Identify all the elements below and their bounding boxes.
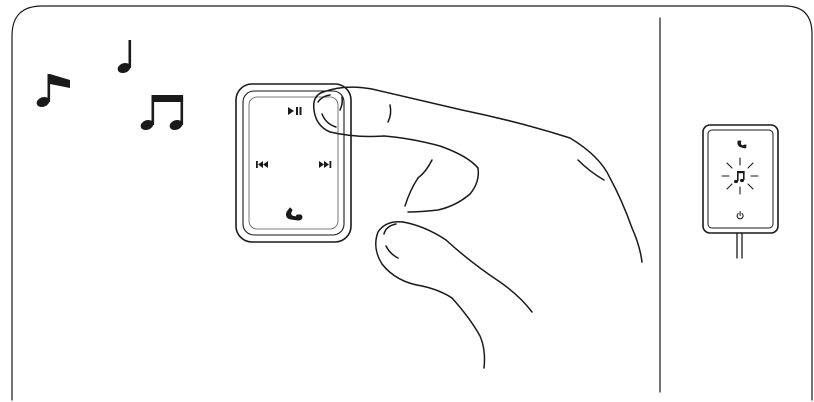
power-icon (736, 210, 744, 220)
remote-control (235, 83, 352, 243)
hand-illustration (312, 86, 643, 369)
power-indicator (736, 210, 744, 220)
music-note-icon (734, 171, 745, 184)
play-pause-icon (288, 107, 302, 115)
next-track-icon (319, 161, 332, 168)
phone-handset-icon (737, 140, 747, 149)
previous-track-button[interactable] (256, 161, 268, 168)
eighth-note-icon (36, 74, 70, 108)
play-pause-button[interactable] (288, 107, 302, 115)
figure-border (11, 5, 813, 401)
call-button[interactable] (286, 207, 303, 221)
phone-indicator (737, 140, 747, 149)
light-rays (721, 157, 759, 195)
next-track-button[interactable] (319, 161, 332, 168)
beamed-eighth-notes-icon (140, 95, 184, 131)
phone-handset-icon (286, 207, 303, 221)
quarter-note-icon (117, 40, 132, 74)
receiver-device (702, 124, 779, 259)
previous-track-icon (256, 161, 268, 168)
music-indicator (721, 157, 759, 195)
